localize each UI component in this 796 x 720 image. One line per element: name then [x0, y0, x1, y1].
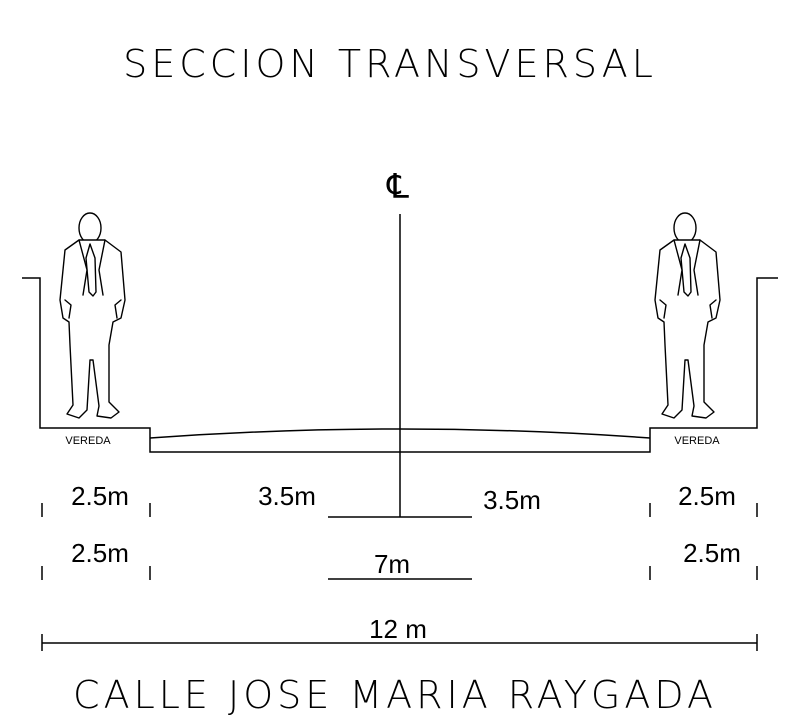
road-crown: [149, 428, 651, 439]
dimension-row-3: [41, 634, 758, 651]
dim-row2-right-sidewalk: 2.5m: [683, 538, 741, 568]
dim-row1-left-sidewalk: 2.5m: [71, 481, 129, 511]
dim-row1-right-lane: 3.5m: [483, 485, 541, 515]
dimension-row-1: [41, 503, 758, 518]
street-profile: [22, 277, 778, 453]
dim-row1-left-lane: 3.5m: [258, 481, 316, 511]
drawing-title: SECCION TRANSVERSAL: [123, 42, 657, 86]
dim-row2-roadway: 7m: [374, 549, 410, 579]
centerline-symbol: ℄: [386, 168, 409, 206]
dimension-row-2: [41, 566, 758, 580]
person-figure-right: [654, 212, 721, 419]
sidewalk-label-right: VEREDA: [674, 435, 720, 447]
street-name: CALLE JOSE MARIA RAYGADA: [73, 673, 717, 717]
dim-row1-right-sidewalk: 2.5m: [678, 481, 736, 511]
dim-row3-total: 12 m: [369, 614, 427, 644]
dim-row2-left-sidewalk: 2.5m: [71, 538, 129, 568]
sidewalk-label-left: VEREDA: [65, 435, 111, 447]
person-figure-left: [59, 212, 126, 419]
